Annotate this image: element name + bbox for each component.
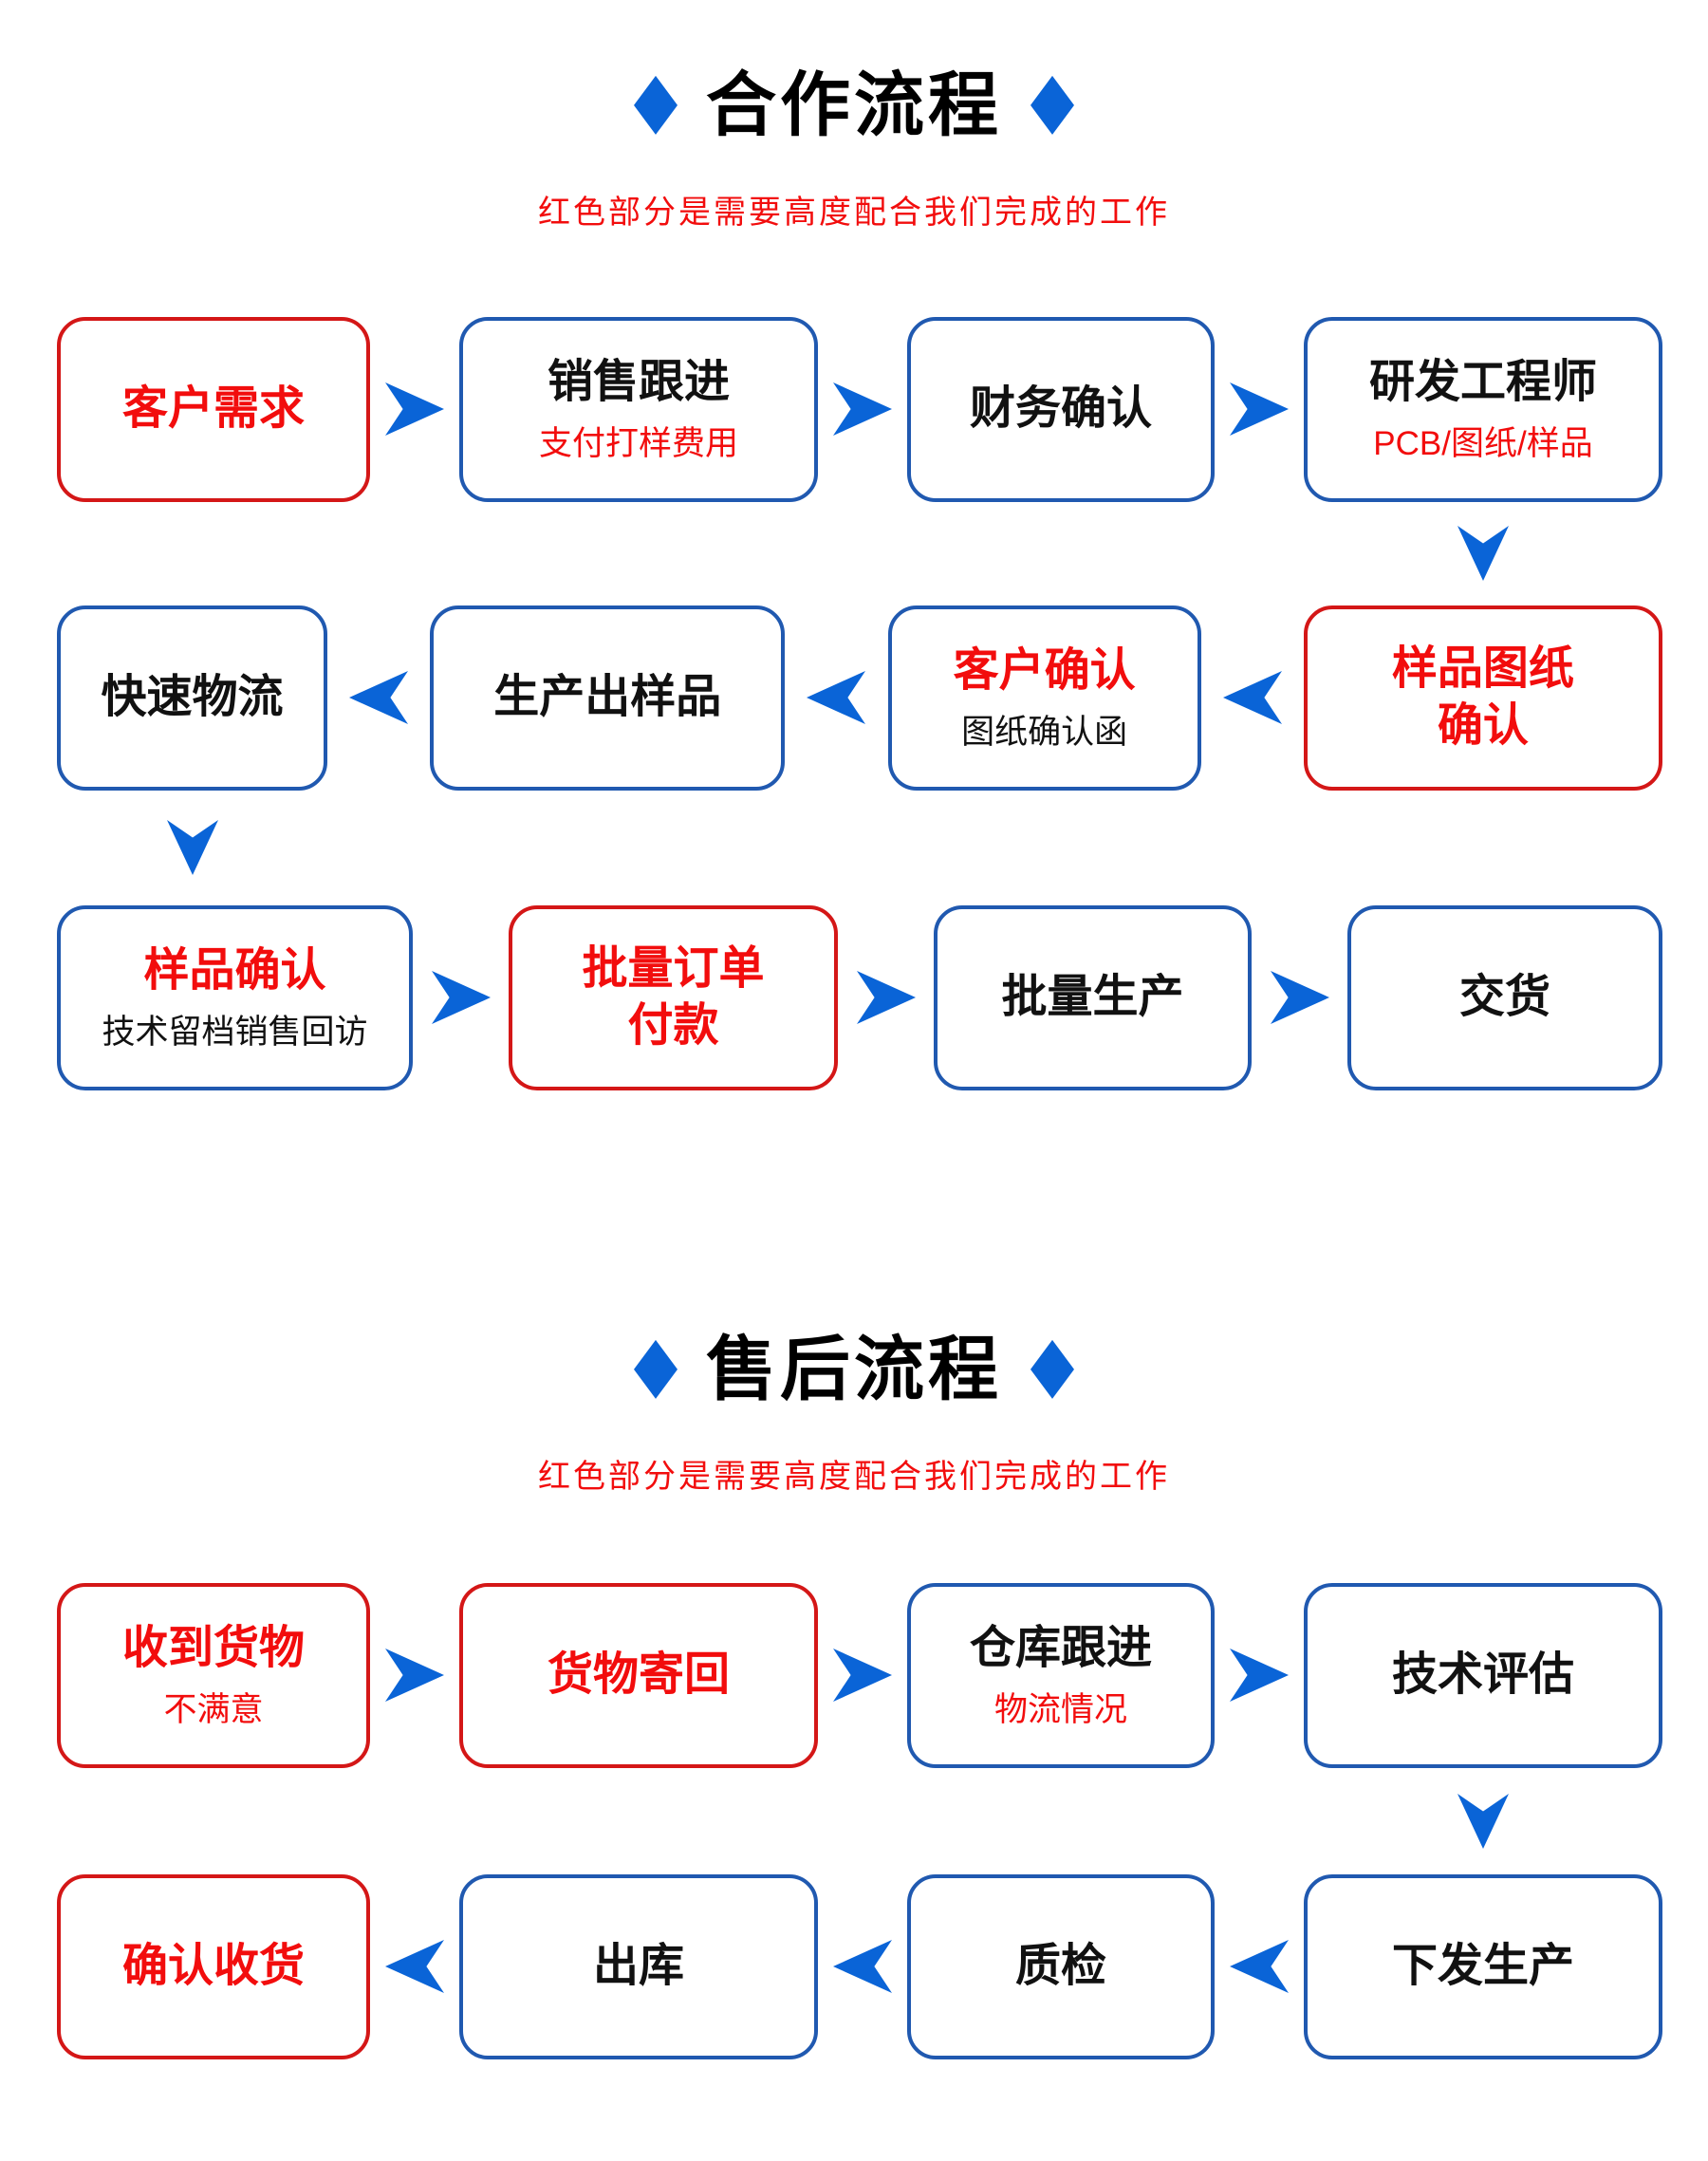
box-warehouse-follow-up: 仓库跟进 物流情况 [907,1582,1215,1768]
box-label: 下发生产 [1391,1941,1574,1992]
box-label: 生产出样品 [493,672,722,723]
box-label: 交货 [1458,972,1550,1023]
arrow-right-icon [856,971,916,1025]
arrow-down-icon [1457,1793,1509,1849]
box-label: 仓库跟进 [969,1623,1152,1674]
box-label: 样品图纸 确认 [1391,643,1574,752]
box-rd-engineer: 研发工程师 PCB/图纸/样品 [1304,316,1662,502]
box-customer-demand: 客户需求 [57,316,370,502]
box-label: 出库 [592,1941,684,1992]
bottom-padding [0,2059,1708,2159]
connector-row1-row2 [0,502,1708,605]
aftersales-subtitle: 红色部分是需要高度配合我们完成的工作 [538,1458,1170,1495]
arrow-left-icon [1222,671,1282,725]
arrow-left-icon [1230,1940,1289,1994]
box-return-goods: 货物寄回 [459,1582,818,1768]
box-fast-logistics: 快速物流 [57,605,327,791]
diamond-icon [634,1339,678,1399]
box-bulk-order-payment: 批量订单 付款 [509,904,838,1090]
box-label: 确认收货 [121,1941,305,1992]
box-sublabel: PCB/图纸/样品 [1373,425,1593,463]
box-label: 样品确认 [143,945,326,997]
arrow-right-icon [833,382,892,437]
arrow-right-icon [1230,1649,1289,1703]
arrow-down-icon [167,820,218,876]
box-produce-sample: 生产出样品 [430,605,786,791]
box-label: 销售跟进 [547,357,730,408]
arrow-right-icon [1230,382,1289,437]
section-cooperation: 合作流程 红色部分是需要高度配合我们完成的工作 客户需求 销售跟进 支付打样费用… [0,65,1708,1090]
box-label: 货物寄回 [547,1649,730,1701]
box-sublabel: 图纸确认函 [961,714,1128,752]
connector-row2-row3 [0,791,1708,905]
box-label: 快速物流 [101,672,284,723]
box-label: 研发工程师 [1368,357,1597,408]
arrow-right-icon [833,1649,892,1703]
box-label: 质检 [1014,1941,1106,1992]
connector-aftersales-row1-row2 [0,1768,1708,1874]
diamond-icon [634,75,678,135]
box-sample-drawing-confirm: 样品图纸 确认 [1303,605,1662,791]
box-sublabel: 不满意 [163,1691,264,1729]
box-delivery: 交货 [1347,904,1662,1090]
box-outbound: 出库 [459,1873,818,2059]
cooperation-title-row: 合作流程 [0,65,1708,146]
box-receive-goods: 收到货物 不满意 [57,1582,370,1768]
box-sublabel: 技术留档销售回访 [102,1014,368,1052]
box-sublabel: 物流情况 [993,1691,1127,1729]
cooperation-row-2: 快速物流 生产出样品 客户确认 图纸确认函 样品图纸 确认 [0,605,1708,791]
box-bulk-production: 批量生产 [934,904,1252,1090]
cooperation-subtitle: 红色部分是需要高度配合我们完成的工作 [538,194,1170,231]
box-sublabel: 支付打样费用 [538,425,738,463]
aftersales-title-row: 售后流程 [0,1329,1708,1410]
cooperation-row-1: 客户需求 销售跟进 支付打样费用 财务确认 研发工程师 PCB/图纸/样品 [0,316,1708,502]
box-label: 批量生产 [1001,972,1184,1023]
arrow-left-icon [807,671,866,725]
section-aftersales: 售后流程 红色部分是需要高度配合我们完成的工作 收到货物 不满意 货物寄回 仓库… [0,1329,1708,2159]
aftersales-row-1: 收到货物 不满意 货物寄回 仓库跟进 物流情况 技术评估 [0,1582,1708,1768]
arrow-left-icon [349,671,409,725]
arrow-down-icon [1457,526,1509,582]
box-label: 财务确认 [969,383,1152,435]
arrow-left-icon [833,1940,892,1994]
arrow-left-icon [385,1940,444,1994]
arrow-right-icon [1270,971,1329,1025]
box-quality-inspection: 质检 [907,1873,1215,2059]
box-customer-confirm: 客户确认 图纸确认函 [887,605,1201,791]
diamond-icon [1030,1339,1074,1399]
aftersales-title: 售后流程 [706,1329,1002,1408]
box-sample-confirm: 样品确认 技术留档销售回访 [57,904,413,1090]
arrow-right-icon [385,1649,444,1703]
box-label: 技术评估 [1391,1649,1574,1701]
box-confirm-receipt: 确认收货 [57,1873,370,2059]
arrow-right-icon [385,382,444,437]
diamond-icon [1030,75,1074,135]
aftersales-row-2: 确认收货 出库 质检 下发生产 [0,1873,1708,2059]
box-finance-confirm: 财务确认 [907,316,1215,502]
box-label: 客户需求 [121,383,305,435]
arrow-right-icon [431,971,491,1025]
box-issue-production: 下发生产 [1304,1873,1662,2059]
box-sales-follow-up: 销售跟进 支付打样费用 [459,316,818,502]
box-label: 客户确认 [953,645,1136,697]
cooperation-title: 合作流程 [706,65,1002,144]
cooperation-row-3: 样品确认 技术留档销售回访 批量订单 付款 批量生产 交货 [0,904,1708,1090]
box-technical-evaluation: 技术评估 [1304,1582,1662,1768]
box-label: 批量订单 付款 [582,943,765,1052]
box-label: 收到货物 [121,1623,305,1674]
